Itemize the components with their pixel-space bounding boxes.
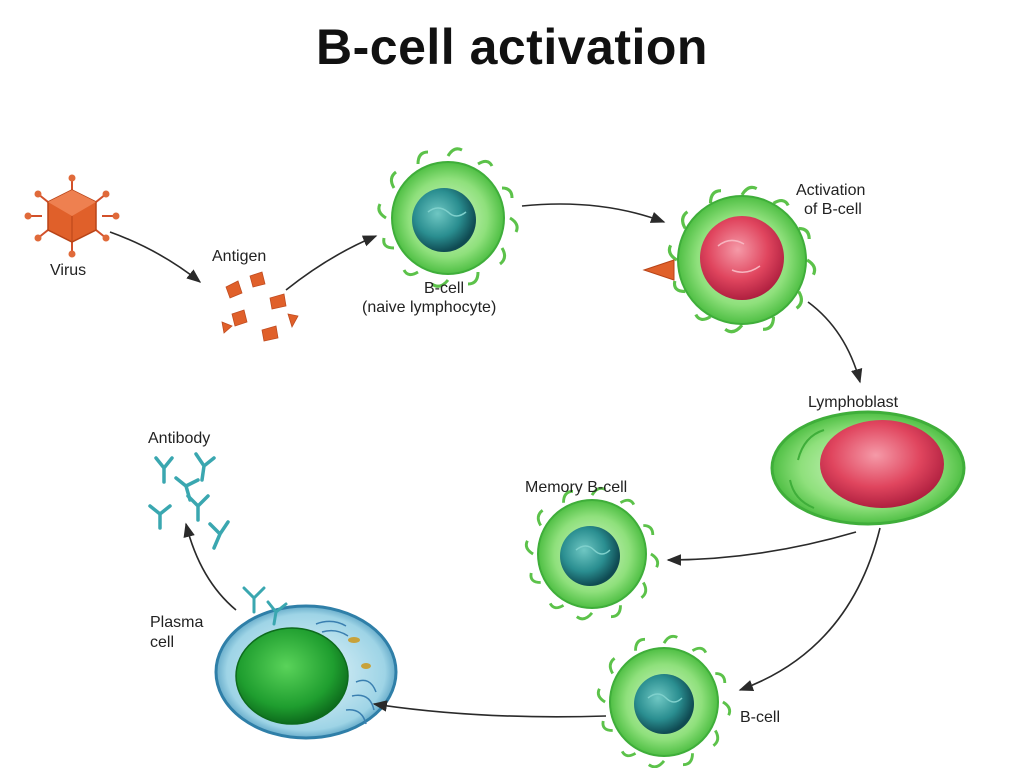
arrow-antigen-to-bcell [285, 235, 378, 291]
antibody-label: Antibody [148, 430, 210, 447]
arrow-virus-to-antigen [109, 231, 202, 283]
antibody-icons [148, 452, 230, 550]
diagram-title: B-cell activation [316, 19, 708, 75]
arrow-bcell-to-activation [521, 203, 666, 223]
plasma-antibody-icon [242, 586, 288, 626]
arrow-plasma-to-antibody [183, 522, 237, 611]
naive-b-cell-label: B-cell [424, 280, 464, 297]
activation-label-line1: Activation [796, 182, 865, 199]
plasma-label-line1: Plasma [150, 614, 203, 631]
lymphoblast-label: Lymphoblast [808, 394, 899, 411]
activated-b-cell [642, 185, 817, 334]
plasma-label-line2: cell [150, 634, 174, 651]
memory-b-cell [524, 486, 660, 621]
naive-b-cell-sublabel: (naive lymphocyte) [362, 299, 496, 316]
bottom-b-cell-label: B-cell [740, 709, 780, 726]
arrow-bcell-to-plasma [372, 700, 607, 718]
plasma-cell [214, 604, 398, 740]
antigen-fragments [221, 271, 299, 342]
arrow-lymphoblast-to-memory [666, 531, 857, 566]
naive-b-cell [377, 147, 519, 288]
memory-b-cell-label: Memory B-cell [525, 479, 627, 496]
lymphoblast-cell [770, 410, 966, 526]
virus-label: Virus [50, 262, 86, 279]
virus-icon [24, 174, 120, 258]
antigen-label: Antigen [212, 248, 266, 265]
activation-label-line2: of B-cell [804, 201, 862, 218]
arrow-lymphoblast-to-bcell [738, 527, 881, 691]
arrow-activation-to-lymphoblast [807, 301, 863, 384]
bottom-b-cell [596, 634, 732, 768]
